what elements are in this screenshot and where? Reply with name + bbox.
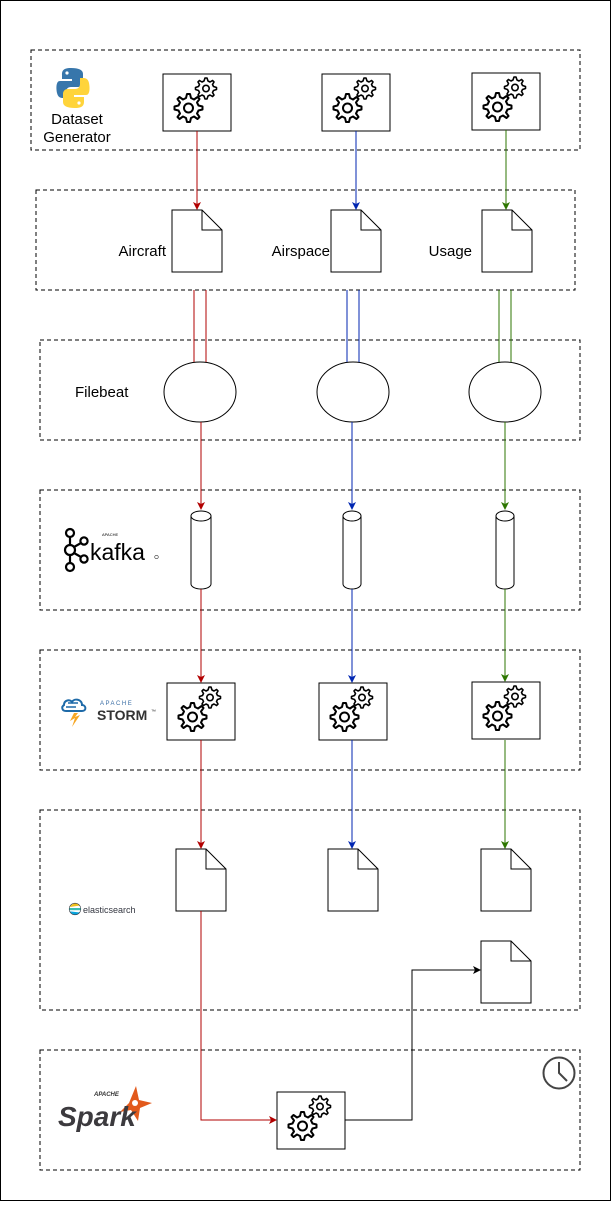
files-group: [35, 189, 576, 291]
spark-job-gears-icon: [276, 1091, 346, 1150]
python-logo-icon: [56, 68, 90, 108]
filebeat-label: Filebeat: [75, 384, 129, 401]
kafka-group: [39, 489, 581, 611]
spark-logo-apache: APACHE: [93, 1092, 120, 1098]
elasticsearch-group: [39, 809, 581, 1011]
airspace-flow: [346, 131, 360, 849]
spark-group: [39, 1049, 581, 1171]
dataset-generator-group: [30, 49, 581, 151]
filebeat-usage-node: [468, 361, 542, 423]
spark-logo-text: Spark: [58, 1101, 137, 1132]
generator-aircraft-gears-icon: [162, 73, 232, 132]
kafka-aircraft-topic: [190, 510, 212, 590]
storm-airspace-gears-icon: [318, 682, 388, 741]
kafka-airspace-topic: [342, 510, 362, 590]
spark-output-flow: [345, 966, 481, 1121]
storm-logo-apache: APACHE: [100, 701, 133, 707]
aircraft-flow: [193, 131, 277, 1124]
usage-file-label: Usage: [429, 243, 472, 260]
aircraft-file-label: Aircraft: [118, 243, 166, 260]
filebeat-airspace-node: [316, 361, 390, 423]
storm-logo-icon: [61, 698, 87, 727]
dataset-generator-label-line1: Dataset: [51, 111, 104, 128]
usage-flow: [498, 130, 512, 849]
elasticsearch-logo-icon: [68, 902, 82, 916]
storm-group: [39, 649, 581, 771]
kafka-logo-apache: APACHE: [102, 532, 118, 537]
generator-usage-gears-icon: [471, 72, 541, 131]
dataset-generator-label-line2: Generator: [43, 129, 111, 146]
spark-logo-icon: [120, 1086, 152, 1121]
kafka-registered-mark: [154, 554, 159, 560]
elasticsearch-logo-text: elasticsearch: [83, 905, 136, 915]
kafka-usage-topic: [495, 510, 515, 590]
storm-logo-tm: ™: [151, 709, 156, 715]
generator-airspace-gears-icon: [321, 73, 391, 132]
clock-icon: [542, 1056, 576, 1090]
storm-logo-text: STORM: [97, 707, 147, 723]
storm-aircraft-gears-icon: [166, 682, 236, 741]
airspace-file-label: Airspace: [272, 243, 330, 260]
filebeat-aircraft-node: [163, 361, 237, 423]
storm-usage-gears-icon: [471, 681, 541, 740]
kafka-logo-icon: [63, 527, 89, 573]
kafka-logo-text: kafka: [90, 539, 145, 565]
filebeat-group: [39, 339, 581, 441]
